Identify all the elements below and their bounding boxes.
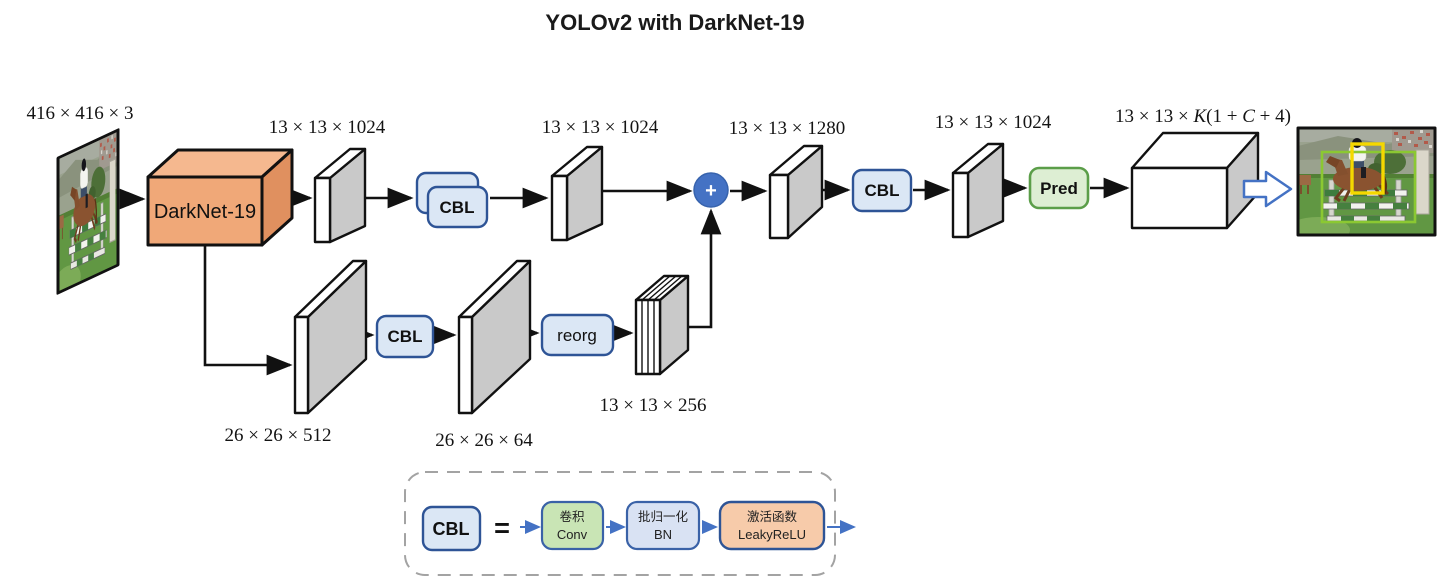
low1-dim-label: 26 × 26 × 512 [225, 425, 332, 446]
legend-equals: = [494, 513, 510, 543]
feat4-dim-label: 13 × 13 × 1024 [935, 112, 1052, 133]
backbone-box: DarkNet-19 [146, 148, 294, 247]
reorg-label: reorg [557, 326, 597, 345]
diagram-title: YOLOv2 with DarkNet-19 [545, 10, 804, 35]
feat4-slab [951, 142, 1005, 239]
pred-block: Pred [1028, 166, 1090, 210]
output-image-photo [1298, 128, 1435, 235]
output-dim-label: 13 × 13 × K(1 + C + 4) [1115, 106, 1291, 127]
low2-dim-label: 26 × 26 × 64 [435, 430, 533, 451]
reorg-out-dim-label: 13 × 13 × 256 [600, 395, 707, 416]
reorg-block: reorg [540, 313, 615, 357]
legend-conv-en: Conv [557, 527, 588, 542]
legend-cbl-block [421, 505, 482, 552]
detection-box-horse [1320, 150, 1417, 224]
output-image [1296, 126, 1437, 237]
legend-bn-zh: 批归一化 [638, 509, 689, 524]
legend-bn-en: BN [654, 527, 672, 542]
backbone-box-front [146, 175, 264, 247]
cbl-double-label: CBL [440, 198, 475, 217]
legend-conv-block [540, 500, 605, 551]
cbl-mid-label: CBL [865, 181, 900, 200]
add-node: + [693, 172, 729, 208]
legend-bn-block [625, 500, 701, 551]
feat1-dim-label: 13 × 13 × 1024 [269, 117, 386, 138]
input-dim-label: 416 × 416 × 3 [27, 103, 134, 124]
low2-slab [457, 259, 532, 415]
feat3-dim-label: 13 × 13 × 1280 [729, 118, 845, 139]
feat2-slab [550, 145, 604, 242]
feat2-dim-label: 13 × 13 × 1024 [542, 117, 659, 138]
legend-act-en: LeakyReLU [738, 527, 806, 542]
legend-act-block [718, 500, 826, 551]
arrow-backbone-to-low1 [203, 246, 293, 376]
cbl-low-block: CBL [375, 314, 435, 359]
legend: CBL = 卷积 Conv 批归一化 BN 激活函数 LeakyReLU [404, 471, 856, 576]
plus-label: + [705, 180, 717, 202]
legend-act-zh: 激活函数 [747, 509, 798, 524]
result-block-arrow [1242, 170, 1293, 208]
backbone-label: DarkNet-19 [154, 201, 256, 223]
cbl-double-block: CBL [415, 171, 489, 229]
legend-cbl-label: CBL [433, 519, 470, 539]
low1-slab [293, 259, 368, 415]
feat3-slab [768, 144, 824, 240]
cbl-double-front [426, 185, 489, 229]
cbl-mid-block: CBL [851, 168, 913, 213]
detection-box-rider [1350, 142, 1385, 195]
legend-conv-zh: 卷积 [559, 509, 584, 524]
input-image [56, 128, 120, 295]
feat1-slab [313, 147, 367, 244]
legend-border [404, 471, 836, 576]
cbl-low-label: CBL [388, 327, 423, 346]
pred-label: Pred [1040, 179, 1078, 198]
output-box [1130, 131, 1260, 230]
reorg-stack-slab [634, 274, 690, 376]
